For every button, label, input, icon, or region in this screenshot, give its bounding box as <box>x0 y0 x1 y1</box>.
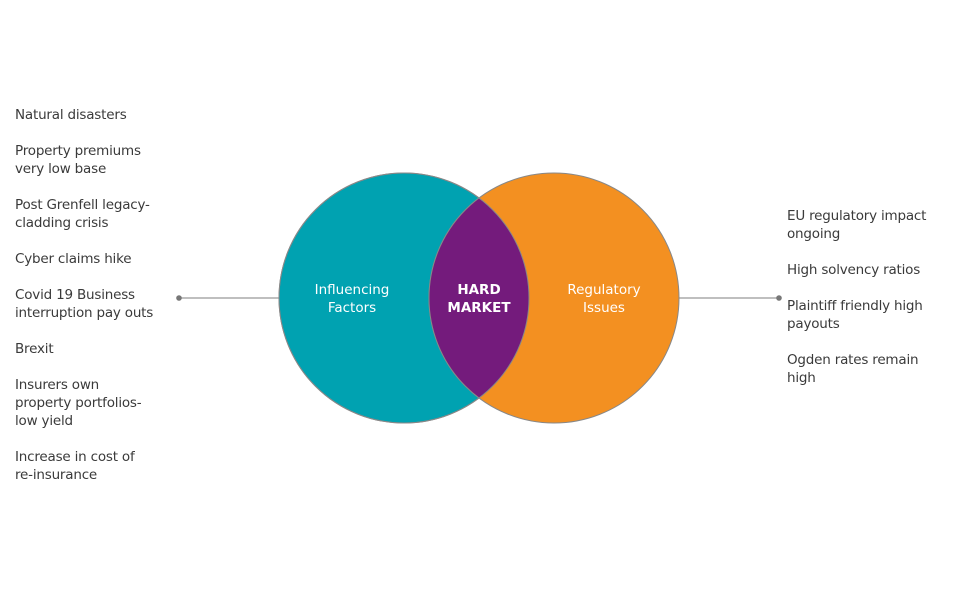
list-item: Plaintiff friendly high payouts <box>787 298 923 332</box>
right-circle-label-line1: Regulatory <box>567 282 640 298</box>
list-item: High solvency ratios <box>787 262 921 278</box>
list-item: EU regulatory impact ongoing <box>787 208 927 242</box>
left-connector-dot <box>176 295 182 301</box>
list-item: Insurers own property portfolios- low yi… <box>15 377 142 429</box>
list-item: Cyber claims hike <box>15 251 132 267</box>
left-circle-label-line2: Factors <box>328 300 376 316</box>
list-item: Covid 19 Business interruption pay outs <box>15 287 154 321</box>
intersection-label-line1: HARD <box>457 282 500 298</box>
influencing-factors-list: Natural disasters Property premiums very… <box>15 106 180 502</box>
left-circle-label-line1: Influencing <box>315 282 390 298</box>
left-circle-outline <box>278 172 530 424</box>
right-circle-label-line2: Issues <box>583 300 625 316</box>
list-item: Natural disasters <box>15 107 127 123</box>
list-item: Post Grenfell legacy- cladding crisis <box>15 197 150 231</box>
list-item: Ogden rates remain high <box>787 352 919 386</box>
list-item: Property premiums very low base <box>15 143 141 177</box>
regulatory-issues-list: EU regulatory impact ongoing High solven… <box>787 207 957 405</box>
right-connector-dot <box>776 295 782 301</box>
list-item: Increase in cost of re-insurance <box>15 449 135 483</box>
intersection-label-line2: MARKET <box>447 300 511 316</box>
hard-market-intersection <box>428 173 529 423</box>
list-item: Brexit <box>15 341 54 357</box>
